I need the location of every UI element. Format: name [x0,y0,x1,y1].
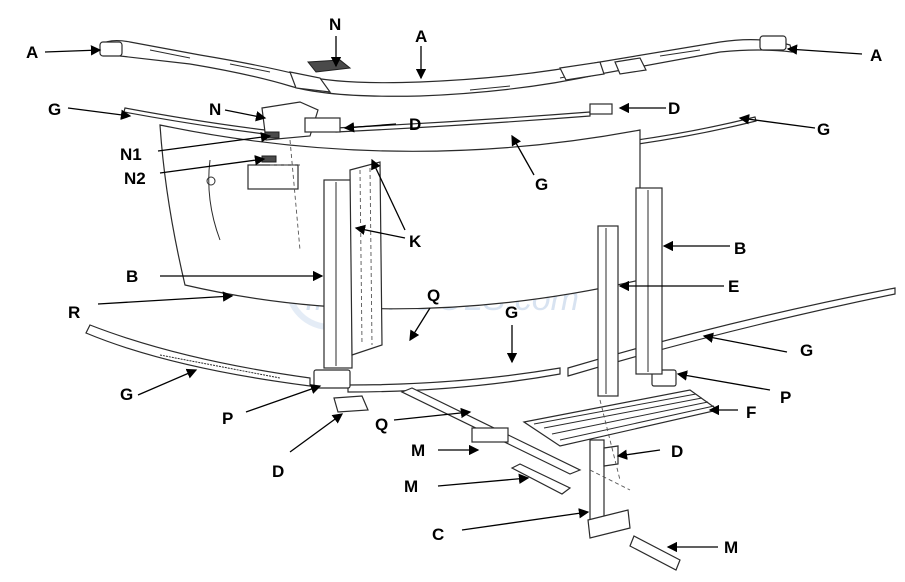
label-d-top-right: D [668,99,680,118]
label-e: E [728,277,739,296]
label-n-top: N [329,15,341,34]
label-q-lower: Q [375,415,388,434]
label-r: R [68,303,80,322]
label-n-cap: N [209,100,221,119]
label-d-right: D [671,442,683,461]
label-m-upper: M [411,441,425,460]
bottom-plates [313,369,677,413]
upright-b-right [635,187,663,375]
label-q-upper: Q [427,286,440,305]
label-d-top: D [409,115,421,134]
label-p-left: P [222,409,233,428]
label-m-middle: M [404,477,418,496]
beam-assembly [400,387,681,571]
top-cap-n [261,101,613,163]
label-g-bottom-right: G [800,341,813,360]
upright-e [597,225,619,397]
floor-plate-f [522,389,720,447]
label-n1: N1 [120,145,142,164]
label-p-right: P [780,388,791,407]
label-g-mid: G [535,175,548,194]
label-a-left: A [26,43,38,62]
label-n2: N2 [124,169,146,188]
label-b-right: B [734,239,746,258]
label-g-bottom-left: G [120,385,133,404]
label-g-top-right: G [817,120,830,139]
label-b-left: B [126,267,138,286]
label-g-top-left: G [48,100,61,119]
upright-b-left [323,161,383,369]
label-a-right: A [870,46,882,65]
label-c: C [432,525,444,544]
pool-wall-r [159,124,641,310]
top-rail-a [99,35,793,97]
leader-lines [44,36,863,553]
label-m-lower: M [724,538,738,557]
label-k: K [409,232,422,251]
label-g-center: G [505,303,518,322]
label-d-bottom: D [272,462,284,481]
label-a-center: A [415,27,427,46]
part-labels: A N A A G N D D G N1 N2 G K B B E Q G R … [26,15,882,557]
label-f: F [746,403,756,422]
